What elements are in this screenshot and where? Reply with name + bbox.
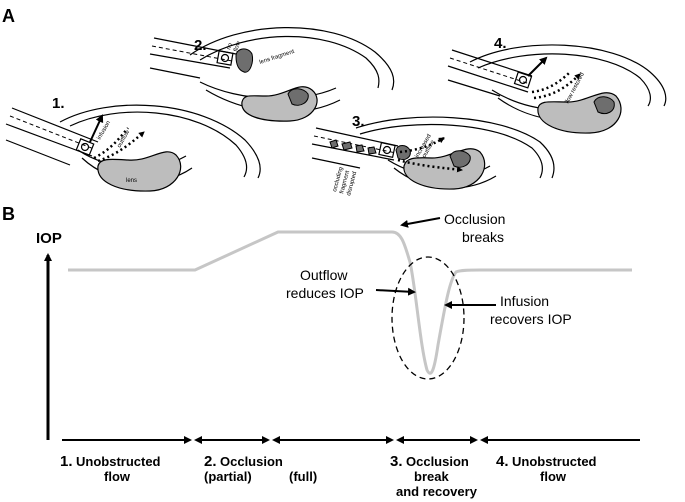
- no-flow-label-2: flow: [233, 40, 242, 53]
- step-1-eye: 1. infusion outflow lens: [5, 95, 261, 192]
- occlusion-breaks-label-2: breaks: [462, 229, 504, 245]
- phase-4-line2: flow: [540, 469, 567, 484]
- infusion-recovers-label-1: Infusion: [500, 293, 549, 309]
- phase-1-line1: Unobstructed: [76, 454, 161, 469]
- recovery-ellipse: [391, 256, 465, 380]
- outflow-reduces-label-1: Outflow: [300, 267, 348, 283]
- phase-1-num: 1.: [60, 453, 73, 470]
- lens-1: [97, 151, 182, 192]
- iop-curve: [68, 230, 632, 375]
- phase-3-line1: Occlusion: [406, 454, 469, 469]
- phase-2-line2: (partial): [204, 469, 252, 484]
- iop-graph: IOP Occlusion breaks Outflow reduces IOP…: [36, 211, 640, 499]
- step-1-num: 1.: [52, 95, 65, 112]
- step-4-eye: 4. flow restored: [447, 35, 667, 134]
- phase-2b-line2: (full): [289, 469, 317, 484]
- fragment-label: lens fragment: [259, 49, 296, 66]
- step-3-eye: 3. increased outflow occluding fragment …: [311, 113, 555, 197]
- occlusion-breaks-label-1: Occlusion: [444, 211, 505, 227]
- step-3-num: 3.: [352, 113, 365, 130]
- no-flow-label-1: no: [226, 42, 234, 51]
- phase-3-line2: break: [414, 469, 449, 484]
- phase-2-line1: Occlusion: [220, 454, 283, 469]
- step-2-num: 2.: [194, 37, 207, 54]
- panel-b-label: B: [2, 204, 15, 224]
- infusion-recovers-label-2: recovers IOP: [490, 311, 572, 327]
- lens-label: lens: [126, 178, 137, 184]
- phase-1-line2: flow: [104, 469, 131, 484]
- phase-2-num: 2.: [204, 453, 217, 470]
- phase-3-line3: and recovery: [396, 484, 478, 499]
- panel-a-label: A: [2, 6, 15, 26]
- phase-4-num: 4.: [496, 453, 509, 470]
- phase-4-line1: Unobstructed: [512, 454, 597, 469]
- phase-3-num: 3.: [390, 453, 403, 470]
- step-2-eye: 2. no flow lens fragment: [149, 27, 395, 122]
- step-4-num: 4.: [494, 35, 507, 52]
- y-axis-label: IOP: [36, 230, 62, 247]
- outflow-reduces-label-2: reduces IOP: [286, 285, 364, 301]
